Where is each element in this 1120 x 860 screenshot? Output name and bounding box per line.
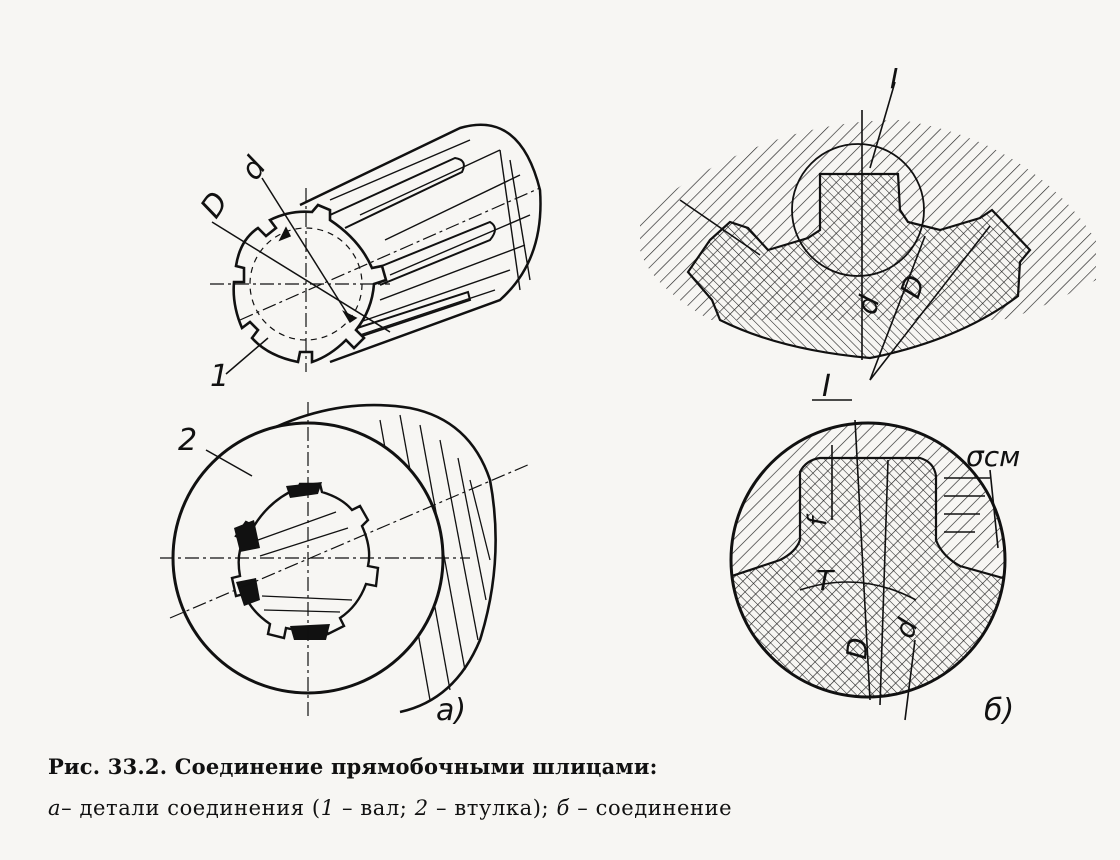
detail-mark-I: I xyxy=(890,62,898,95)
dim-D-label-shaft: D xyxy=(194,186,236,225)
caption-b-text: – соединение xyxy=(569,796,733,820)
detail-view-I xyxy=(729,399,1007,721)
dim-D-label-detail: D xyxy=(840,636,875,660)
dim-d-label-shaft: d xyxy=(234,150,274,186)
figure-caption-title: Рис. 33.2. Соединение прямобочными шлица… xyxy=(48,754,658,779)
torque-label: T xyxy=(816,564,835,597)
figure-caption-body: а– детали соединения (1 – вал; 2 – втулк… xyxy=(48,796,732,820)
caption-n2: 2 xyxy=(414,796,429,820)
detail-mark-I-view: I xyxy=(822,369,831,404)
label-bushing-number: 2 xyxy=(178,423,197,458)
label-part-b: б) xyxy=(984,693,1014,728)
caption-a-text: – детали соединения ( xyxy=(61,796,321,820)
splined-shaft-drawing xyxy=(210,123,542,375)
splined-bushing-drawing xyxy=(160,402,531,716)
stress-label: σсм xyxy=(966,440,1020,473)
label-part-a: а) xyxy=(436,693,466,728)
caption-a-letter: а xyxy=(48,796,62,820)
assembled-joint-section xyxy=(640,81,1096,381)
caption-bushing: – втулка); xyxy=(428,796,557,820)
caption-shaft: – вал; xyxy=(334,796,415,820)
caption-n1: 1 xyxy=(320,796,335,820)
label-shaft-number: 1 xyxy=(210,359,229,394)
caption-b-letter: б xyxy=(556,796,570,820)
